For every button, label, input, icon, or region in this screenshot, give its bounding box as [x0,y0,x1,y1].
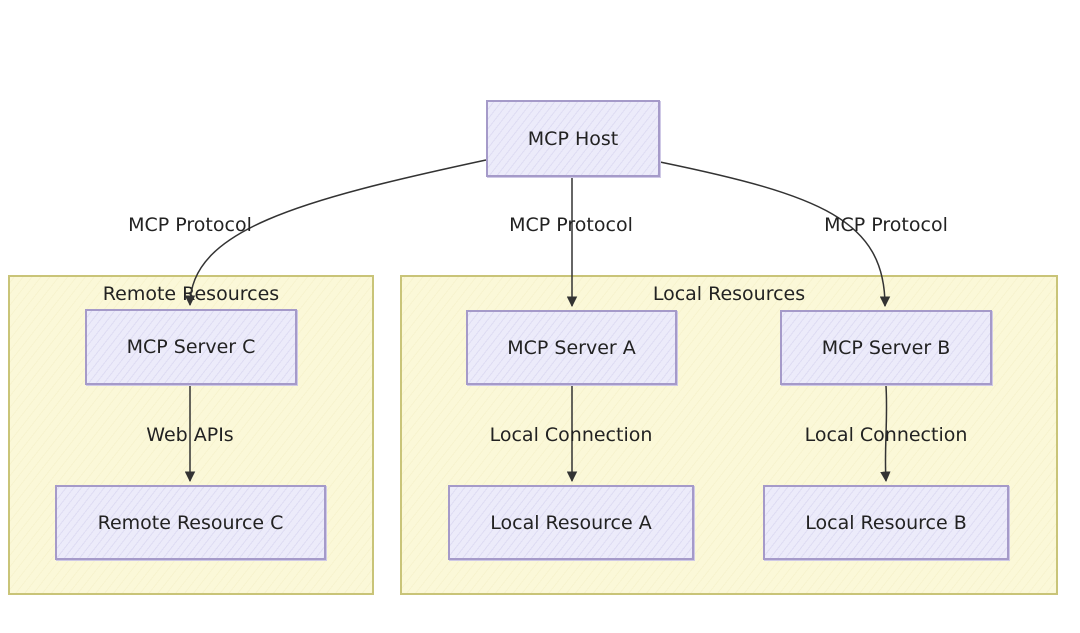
local-resources-title: Local Resources [652,283,806,305]
mcp-host-node: MCP Host [486,100,660,177]
remote-resource-c-node: Remote Resource C [55,485,326,560]
edge-label-host-server-a: MCP Protocol [509,214,633,236]
mcp-server-b-node: MCP Server B [780,310,992,385]
remote-resources-title: Remote Resources [102,283,280,305]
mcp-server-c-node: MCP Server C [85,309,297,385]
edge-label-server-a-resource-a: Local Connection [489,424,653,446]
local-resource-b-node: Local Resource B [763,485,1009,560]
edge-label-host-server-c: MCP Protocol [128,214,252,236]
mcp-server-a-node: MCP Server A [466,310,677,385]
edge-label-host-server-b: MCP Protocol [824,214,948,236]
edge-label-server-b-resource-b: Local Connection [804,424,968,446]
local-resource-a-node: Local Resource A [448,485,694,560]
edge-label-server-c-resource-c: Web APIs [146,424,234,446]
